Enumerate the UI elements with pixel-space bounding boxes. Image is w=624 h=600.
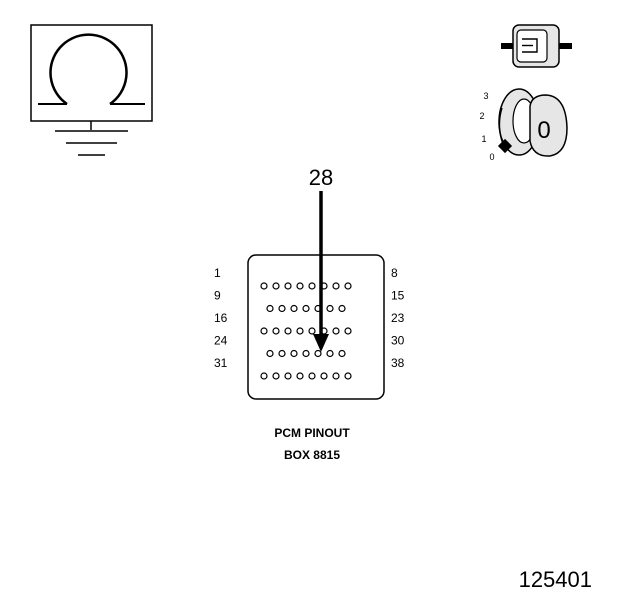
pin-hole — [314, 349, 322, 358]
row-start-label: 31 — [214, 356, 228, 370]
caption-box-number: BOX 8815 — [284, 448, 340, 462]
pin-hole — [308, 372, 316, 380]
pin-hole — [278, 349, 286, 358]
ignition-position-2: 2 — [479, 111, 484, 121]
pin-hole — [290, 304, 298, 313]
pin-hole — [260, 372, 268, 380]
pin-hole — [260, 327, 268, 335]
row-start-label: 1 — [214, 266, 221, 280]
pin-hole — [320, 372, 328, 380]
ignition-position-0: 0 — [489, 152, 494, 162]
pin-hole — [332, 327, 340, 335]
pin-hole — [302, 304, 310, 313]
caption-pcm-pinout: PCM PINOUT — [274, 426, 350, 440]
ground-icon — [55, 121, 128, 156]
pin-hole — [344, 282, 352, 290]
pin-hole — [302, 349, 310, 358]
pin-hole — [260, 282, 268, 290]
callout-pin-number: 28 — [309, 165, 333, 190]
row-start-label: 16 — [214, 311, 228, 325]
pin-hole — [278, 304, 286, 313]
ohm-meter-icon — [30, 24, 153, 122]
row-labels: 1 8 9 15 16 23 24 30 31 38 — [214, 266, 405, 370]
pin-hole — [344, 372, 352, 380]
pin-hole — [332, 282, 340, 290]
callout-arrow — [313, 191, 329, 352]
pin-hole — [290, 349, 298, 358]
pin-hole — [344, 327, 352, 335]
pin-hole — [326, 349, 334, 358]
row-end-label: 38 — [391, 356, 405, 370]
ignition-position-1: 1 — [481, 134, 486, 144]
pin-hole — [284, 372, 292, 380]
key-position-label: 0 — [537, 117, 550, 144]
row-end-label: 15 — [391, 289, 405, 303]
pin-hole — [284, 327, 292, 335]
pin-hole — [308, 282, 316, 290]
pin-hole — [266, 304, 274, 313]
pin-hole — [338, 304, 346, 313]
ignition-key-icon: 3 2 1 0 0 — [479, 88, 568, 162]
pin-hole — [308, 327, 316, 335]
pin-hole — [332, 372, 340, 380]
ignition-position-3: 3 — [483, 91, 488, 101]
figure-number: 125401 — [519, 567, 592, 592]
row-start-label: 9 — [214, 289, 221, 303]
pin-hole — [296, 372, 304, 380]
pin-hole — [338, 349, 346, 358]
pin-hole — [272, 327, 280, 335]
row-end-label: 30 — [391, 334, 405, 348]
pin-hole — [296, 327, 304, 335]
row-start-label: 24 — [214, 334, 228, 348]
row-end-label: 23 — [391, 311, 405, 325]
pin-hole — [272, 282, 280, 290]
pin-hole — [284, 282, 292, 290]
pin-hole — [296, 282, 304, 290]
pin-hole — [272, 372, 280, 380]
connector-plug-icon — [501, 24, 572, 68]
row-end-label: 8 — [391, 266, 398, 280]
pin-hole — [266, 349, 274, 358]
pin-hole — [326, 304, 334, 313]
pcm-connector-face — [247, 254, 385, 400]
